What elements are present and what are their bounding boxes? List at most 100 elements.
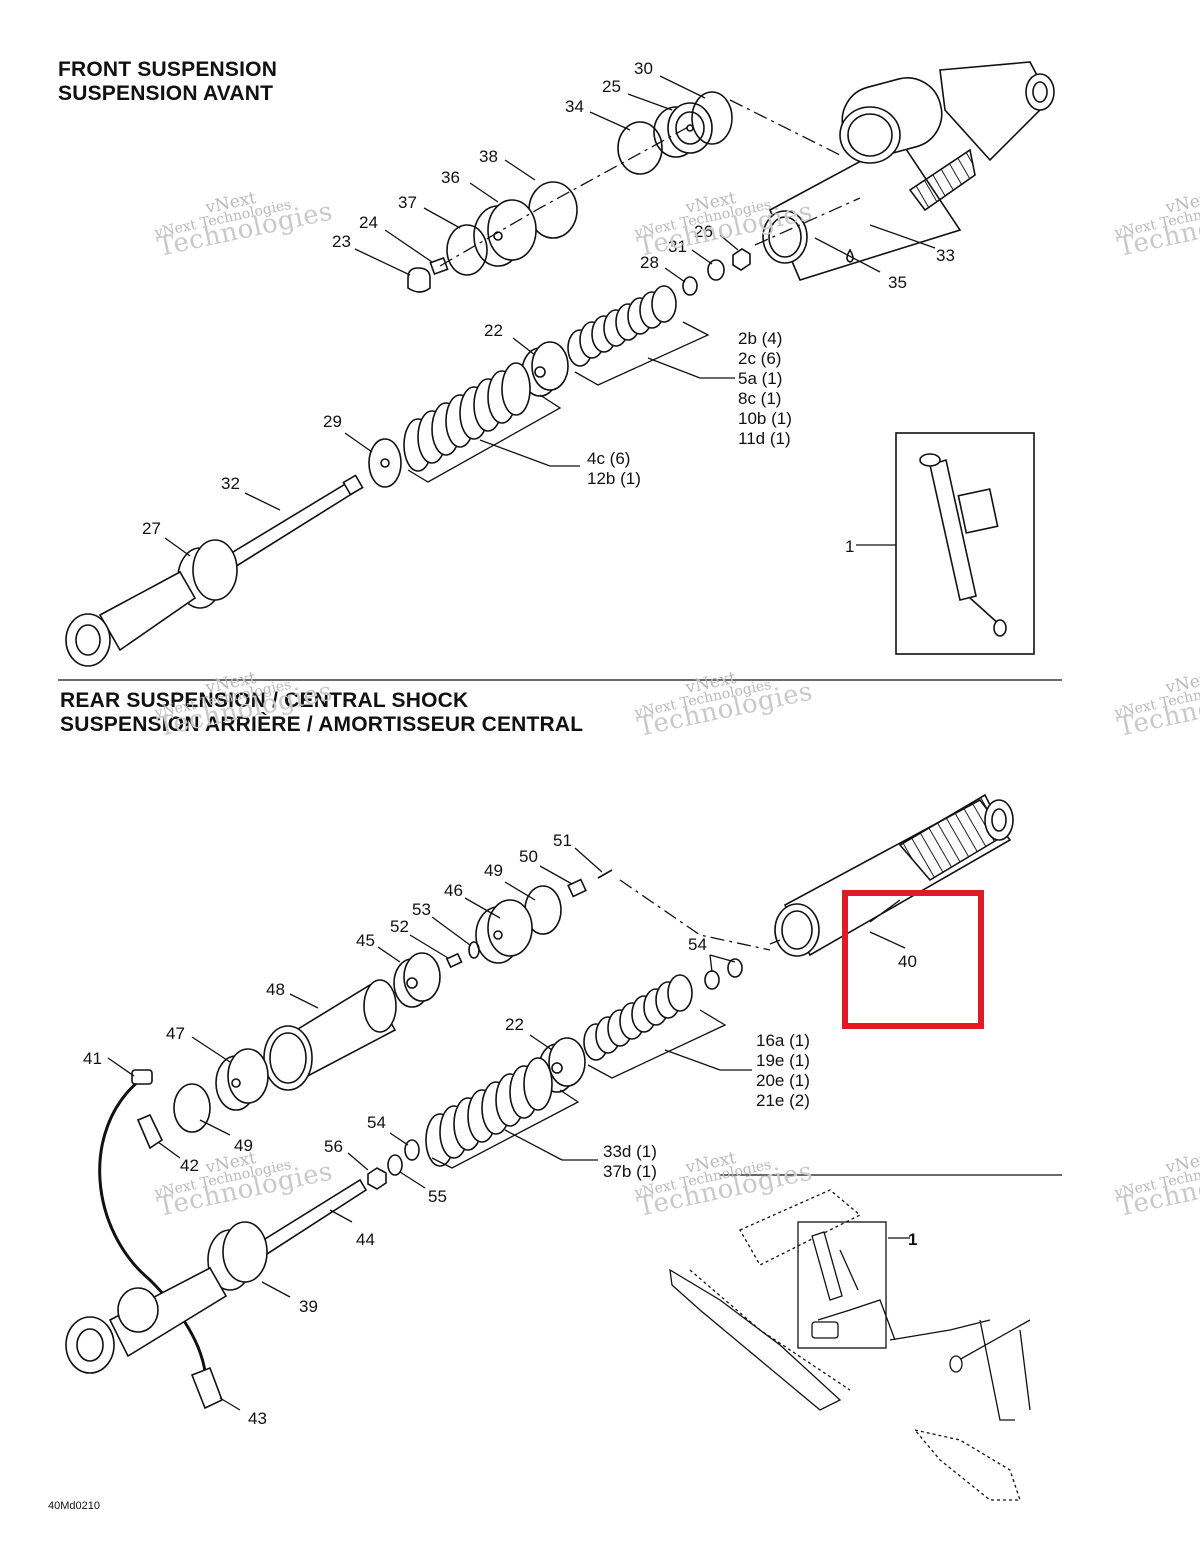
- front-title: FRONT SUSPENSION SUSPENSION AVANT: [58, 58, 277, 106]
- rear-shim-stack-upper: [583, 974, 693, 1061]
- rear-title-line2: SUSPENSION ARRIÈRE / AMORTISSEUR CENTRAL: [60, 713, 584, 736]
- part-37: [446, 224, 488, 276]
- part-41-fitting: [131, 1069, 153, 1085]
- highlight-box: [842, 890, 984, 1029]
- part-label: 24: [359, 213, 378, 232]
- part-label: 22: [505, 1015, 524, 1034]
- part-label: 48: [266, 980, 285, 999]
- part-54-upper-a: [727, 958, 743, 978]
- parts-list-item: 12b (1): [587, 469, 641, 488]
- part-label: 50: [519, 847, 538, 866]
- part-label: 1: [845, 537, 854, 556]
- part-label: 53: [412, 900, 431, 919]
- part-label: 39: [299, 1297, 318, 1316]
- part-28: [682, 276, 698, 296]
- part-30: [691, 91, 733, 145]
- front-shim-stack-upper: [567, 285, 677, 367]
- part-label: 38: [479, 147, 498, 166]
- part-label: 40: [898, 952, 917, 971]
- part-39: [207, 1221, 268, 1291]
- part-31: [707, 259, 725, 281]
- front-inset-shock: [919, 453, 1007, 637]
- part-24: [429, 256, 449, 276]
- rear-assembly-sketch: [669, 1189, 1031, 1501]
- part-label: 54: [367, 1113, 386, 1132]
- parts-list-item: 21e (2): [756, 1091, 810, 1110]
- part-label: 25: [602, 77, 621, 96]
- part-56: [367, 1167, 387, 1190]
- part-55: [387, 1154, 403, 1176]
- drawing-code: 40Md0210: [48, 1500, 100, 1512]
- parts-list-item: 20e (1): [756, 1071, 810, 1090]
- parts-list-item: 2b (4): [738, 329, 782, 348]
- parts-list-item: 19e (1): [756, 1051, 810, 1070]
- part-label: 1: [908, 1230, 917, 1249]
- part-label: 45: [356, 931, 375, 950]
- parts-list-item: 11d (1): [738, 429, 791, 448]
- part-48: [263, 979, 397, 1091]
- part-label: 55: [428, 1187, 447, 1206]
- part-label: 29: [323, 412, 342, 431]
- parts-list-item: 5a (1): [738, 369, 782, 388]
- part-label: 36: [441, 168, 460, 187]
- part-label: 28: [640, 253, 659, 272]
- rear-title-line1: REAR SUSPENSION / CENTRAL SHOCK: [60, 689, 469, 712]
- part-34: [617, 121, 663, 175]
- parts-list-item: 37b (1): [603, 1162, 657, 1181]
- part-26: [732, 248, 751, 271]
- part-46: [475, 899, 533, 964]
- part-label: 37: [398, 193, 417, 212]
- part-label: 49: [234, 1136, 253, 1155]
- parts-list-item: 16a (1): [756, 1031, 810, 1050]
- part-53: [468, 941, 480, 959]
- part-label: 23: [332, 232, 351, 251]
- part-52: [445, 952, 463, 969]
- part-50: [567, 878, 587, 898]
- part-23: [407, 267, 431, 293]
- part-label: 42: [180, 1156, 199, 1175]
- rear-eyelet: [65, 1266, 228, 1374]
- part-label: 49: [484, 861, 503, 880]
- part-label: 32: [221, 474, 240, 493]
- part-51: [597, 869, 613, 879]
- part-label: 46: [444, 881, 463, 900]
- part-label: 31: [668, 237, 687, 256]
- part-label: 54: [688, 935, 707, 954]
- front-eyelet: [65, 570, 197, 667]
- part-41-hose: [98, 1078, 208, 1401]
- part-label: 35: [888, 273, 907, 292]
- part-label: 52: [390, 917, 409, 936]
- front-shock-body-33: [762, 61, 1055, 281]
- front-shim-stack-lower: [403, 362, 531, 472]
- part-label: 26: [694, 222, 713, 241]
- part-42: [136, 1113, 164, 1150]
- rear-shim-stack-lower: [425, 1057, 553, 1167]
- parts-list-item: 4c (6): [587, 449, 630, 468]
- part-label: 51: [553, 831, 572, 850]
- part-label: 47: [166, 1024, 185, 1043]
- parts-list-item: 8c (1): [738, 389, 781, 408]
- front-title-line1: FRONT SUSPENSION: [58, 58, 278, 81]
- rear-title: REAR SUSPENSION / CENTRAL SHOCK SUSPENSI…: [60, 689, 583, 737]
- part-54-upper-b: [704, 970, 720, 990]
- part-label: 30: [634, 59, 653, 78]
- part-47: [215, 1048, 269, 1111]
- part-label: 41: [83, 1049, 102, 1068]
- part-label: 22: [484, 321, 503, 340]
- front-title-line2: SUSPENSION AVANT: [58, 82, 274, 105]
- part-54-lower: [404, 1139, 420, 1161]
- front-part-lists: 2b (4)2c (6)5a (1)8c (1)10b (1)11d (1)4c…: [587, 329, 792, 488]
- rear-shock-body-40: [774, 793, 1014, 957]
- part-label: 43: [248, 1409, 267, 1428]
- part-label: 44: [356, 1230, 375, 1249]
- parts-list-item: 33d (1): [603, 1142, 657, 1161]
- part-45: [393, 952, 441, 1008]
- part-label: 56: [324, 1137, 343, 1156]
- part-49-lower: [173, 1083, 211, 1133]
- part-label: 33: [936, 246, 955, 265]
- parts-list-item: 2c (6): [738, 349, 781, 368]
